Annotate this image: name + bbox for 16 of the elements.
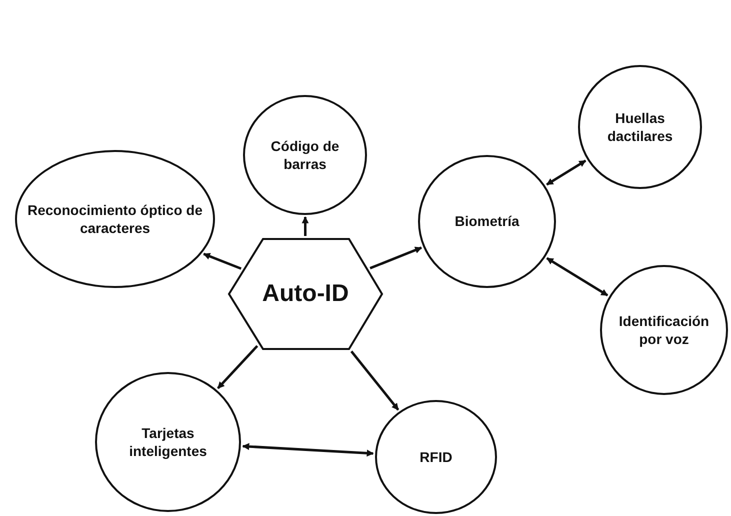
node-label: Tarjetas inteligentes xyxy=(128,424,208,460)
node-label: RFID xyxy=(418,448,454,466)
arrow xyxy=(203,252,242,270)
node-label: Reconocimiento óptico de caracteres xyxy=(26,200,204,238)
node-label: Huellas dactilares xyxy=(606,108,674,146)
node-label: Código de barras xyxy=(270,136,340,174)
arrow xyxy=(546,160,586,186)
node-label: Auto-ID xyxy=(261,279,350,310)
arrow xyxy=(302,216,309,236)
node-label: Identificación por voz xyxy=(618,312,710,348)
arrow xyxy=(242,443,374,457)
arrow xyxy=(370,246,422,270)
arrow xyxy=(217,345,258,390)
node-label: Biometría xyxy=(454,212,520,231)
arrow xyxy=(546,257,608,296)
arrow xyxy=(350,350,400,411)
